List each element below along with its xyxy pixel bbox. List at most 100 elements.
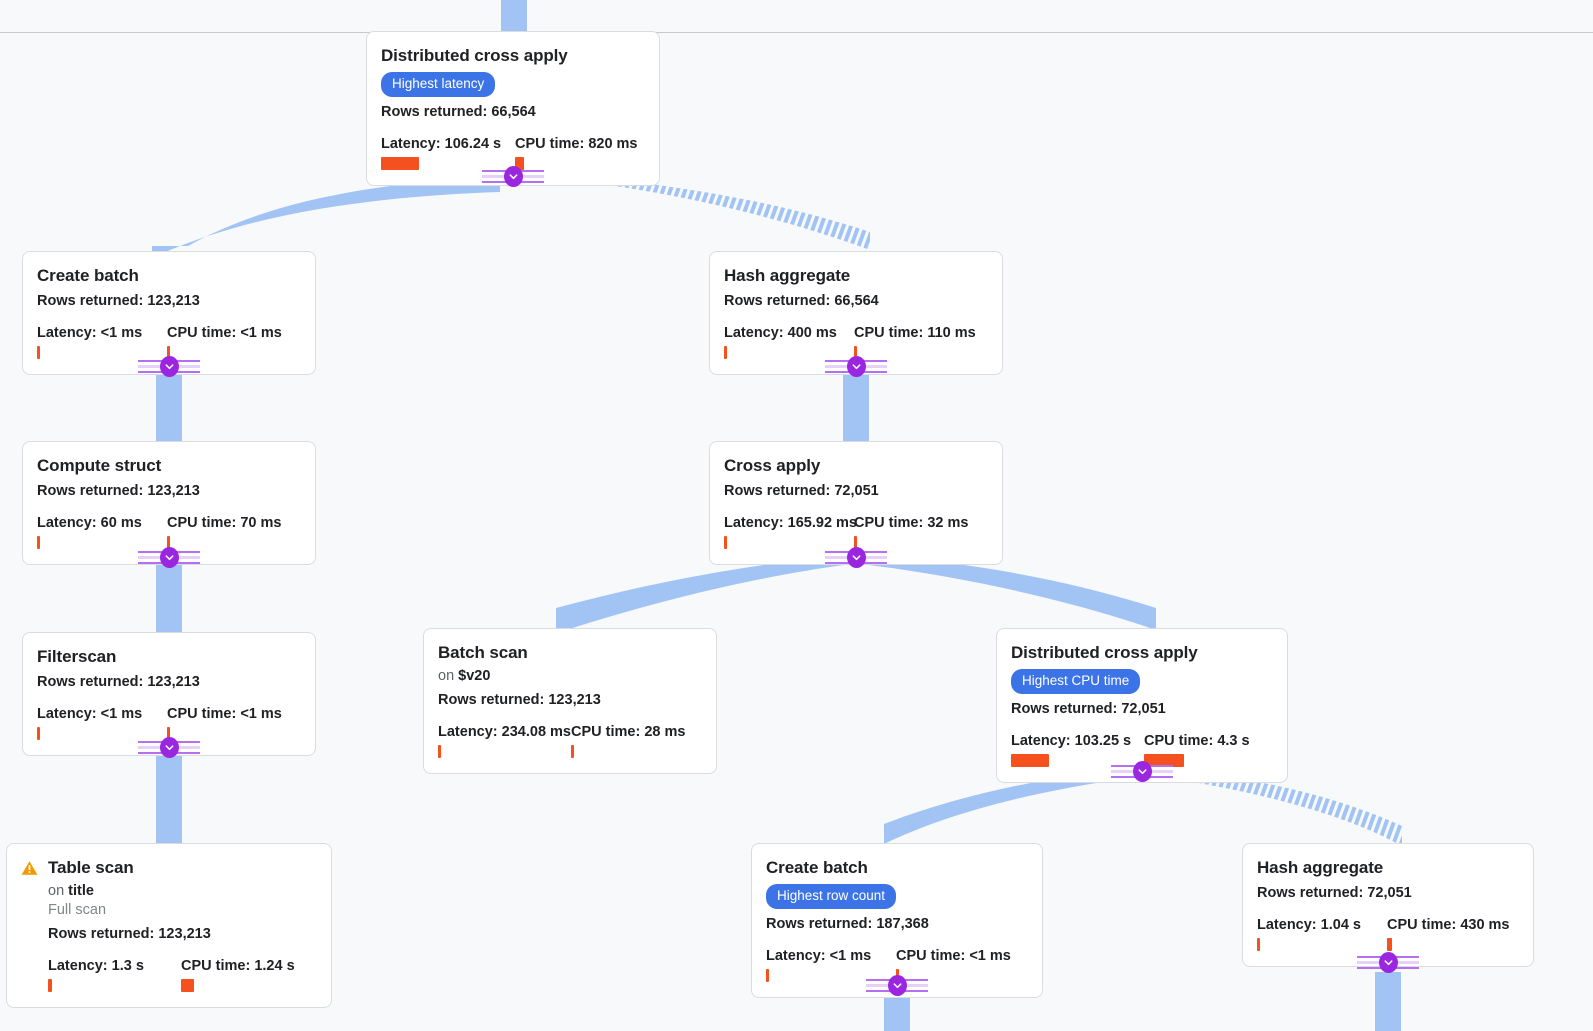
chevron-down-icon[interactable]: [160, 356, 179, 377]
cpu-metric: CPU time: 28 ms: [571, 723, 685, 758]
edge-cross-apply-to-batch-scan: [556, 556, 851, 630]
chevron-down-icon[interactable]: [160, 547, 179, 568]
node-header: Create batch Highest row count Rows retu…: [766, 857, 1028, 934]
node-header: Distributed cross apply Highest CPU time…: [1011, 642, 1273, 719]
latency-label: Latency: 1.3 s: [48, 958, 144, 974]
cpu-time-bar: [515, 157, 524, 170]
latency-metric: Latency: 103.25 s: [1011, 732, 1144, 767]
collapse-handle-root[interactable]: [482, 166, 544, 188]
collapse-handle-filterscan[interactable]: [138, 737, 200, 759]
latency-metric: Latency: <1 ms: [37, 324, 167, 359]
rows-returned: Rows returned: 123,213: [438, 692, 601, 708]
latency-metric: Latency: <1 ms: [37, 705, 167, 740]
edge-cross-apply-to-distributed-cross-apply: [861, 556, 1156, 630]
latency-metric: Latency: <1 ms: [766, 947, 896, 982]
chevron-down-icon[interactable]: [847, 547, 866, 568]
cpu-time-label: CPU time: 4.3 s: [1144, 733, 1250, 749]
latency-label: Latency: 60 ms: [37, 515, 142, 531]
collapse-handle-hash-aggregate-lower[interactable]: [1357, 952, 1419, 974]
node-header: Hash aggregate Rows returned: 66,564: [724, 265, 988, 311]
plan-node-cross-apply[interactable]: Cross apply Rows returned: 72,051 Latenc…: [709, 441, 1003, 565]
node-title: Create batch: [37, 266, 139, 285]
plan-node-filterscan[interactable]: Filterscan Rows returned: 123,213 Latenc…: [22, 632, 316, 756]
latency-label: Latency: 165.92 ms: [724, 515, 857, 531]
top-divider: [0, 32, 1593, 33]
cpu-metric: CPU time: 1.24 s: [181, 957, 295, 992]
node-title: Hash aggregate: [1257, 858, 1384, 877]
collapse-handle-hash-aggregate-upper[interactable]: [825, 356, 887, 378]
chevron-down-icon[interactable]: [1133, 761, 1152, 782]
latency-bar: [724, 536, 727, 549]
latency-bar: [48, 979, 52, 992]
plan-node-compute-struct[interactable]: Compute struct Rows returned: 123,213 La…: [22, 441, 316, 565]
latency-bar: [438, 745, 441, 758]
rows-returned: Rows returned: 123,213: [37, 293, 200, 309]
node-title: Filterscan: [37, 647, 117, 666]
latency-label: Latency: 1.04 s: [1257, 917, 1361, 933]
latency-label: Latency: <1 ms: [766, 948, 872, 964]
latency-bar: [1011, 754, 1049, 767]
plan-node-table-scan[interactable]: Table scan on title Full scan Rows retur…: [6, 843, 332, 1008]
plan-node-distributed-cross-apply-root[interactable]: Distributed cross apply Highest latency …: [366, 31, 660, 186]
cpu-time-label: CPU time: <1 ms: [167, 325, 282, 341]
cpu-time-bar: [167, 727, 170, 740]
node-title: Distributed cross apply: [1011, 643, 1198, 662]
chevron-down-icon[interactable]: [1379, 952, 1398, 973]
cpu-time-label: CPU time: 1.24 s: [181, 958, 295, 974]
collapse-handle-create-batch-left[interactable]: [138, 356, 200, 378]
node-metrics: Latency: <1 ms CPU time: <1 ms: [37, 324, 301, 359]
cpu-metric: CPU time: 430 ms: [1387, 916, 1510, 951]
collapse-handle-create-batch-lower[interactable]: [866, 975, 928, 997]
plan-node-distributed-cross-apply-lower[interactable]: Distributed cross apply Highest CPU time…: [996, 628, 1288, 783]
latency-bar: [766, 969, 769, 982]
rows-returned: Rows returned: 72,051: [1257, 885, 1412, 901]
latency-bar: [37, 346, 40, 359]
node-metrics: Latency: 234.08 ms CPU time: 28 ms: [438, 723, 702, 758]
latency-bar: [1257, 938, 1260, 951]
cpu-time-bar: [1387, 938, 1392, 951]
cpu-time-label: CPU time: 110 ms: [854, 325, 976, 341]
rows-returned: Rows returned: 187,368: [766, 916, 929, 932]
plan-node-hash-aggregate-lower[interactable]: Hash aggregate Rows returned: 72,051 Lat…: [1242, 843, 1534, 967]
plan-node-batch-scan[interactable]: Batch scan on $v20 Rows returned: 123,21…: [423, 628, 717, 774]
node-metrics: Latency: 400 ms CPU time: 110 ms: [724, 324, 988, 359]
node-subtitle-prefix: on: [48, 883, 65, 899]
cpu-time-bar: [1144, 754, 1184, 767]
node-metrics: Latency: 1.04 s CPU time: 430 ms: [1257, 916, 1519, 951]
collapse-handle-distributed-cross-apply-lower[interactable]: [1111, 761, 1173, 783]
node-subtitle-target: $v20: [458, 668, 491, 684]
node-title: Cross apply: [724, 456, 821, 475]
latency-label: Latency: 400 ms: [724, 325, 837, 341]
cpu-metric: CPU time: <1 ms: [167, 324, 282, 359]
rows-returned: Rows returned: 72,051: [724, 483, 879, 499]
chevron-down-icon[interactable]: [847, 356, 866, 377]
cpu-time-label: CPU time: <1 ms: [896, 948, 1011, 964]
collapse-handle-cross-apply[interactable]: [825, 547, 887, 569]
latency-metric: Latency: 1.3 s: [48, 957, 181, 992]
plan-node-hash-aggregate-upper[interactable]: Hash aggregate Rows returned: 66,564 Lat…: [709, 251, 1003, 375]
chevron-down-icon[interactable]: [160, 737, 179, 758]
cpu-time-label: CPU time: 32 ms: [854, 515, 969, 531]
plan-node-create-batch-lower[interactable]: Create batch Highest row count Rows retu…: [751, 843, 1043, 998]
cpu-time-bar: [167, 346, 170, 359]
cpu-time-bar: [854, 346, 857, 359]
chevron-down-icon[interactable]: [888, 975, 907, 996]
warning-triangle-icon: [21, 860, 38, 881]
rows-returned: Rows returned: 123,213: [37, 674, 200, 690]
plan-node-create-batch-left[interactable]: Create batch Rows returned: 123,213 Late…: [22, 251, 316, 375]
cpu-metric: CPU time: 110 ms: [854, 324, 976, 359]
status-badge: Highest latency: [381, 72, 496, 97]
edge-root-to-create-batch: [152, 177, 500, 258]
node-header: Table scan on title Full scan Rows retur…: [21, 857, 317, 944]
node-header: Filterscan Rows returned: 123,213: [37, 646, 301, 692]
cpu-metric: CPU time: 32 ms: [854, 514, 968, 549]
chevron-down-icon[interactable]: [504, 166, 523, 187]
cpu-time-label: CPU time: 28 ms: [571, 724, 686, 740]
node-subtitle: on title: [48, 882, 317, 901]
cpu-time-bar: [181, 979, 194, 992]
node-header: Compute struct Rows returned: 123,213: [37, 455, 301, 501]
collapse-handle-compute-struct[interactable]: [138, 547, 200, 569]
node-title: Create batch: [766, 858, 868, 877]
rows-returned: Rows returned: 66,564: [724, 293, 879, 309]
